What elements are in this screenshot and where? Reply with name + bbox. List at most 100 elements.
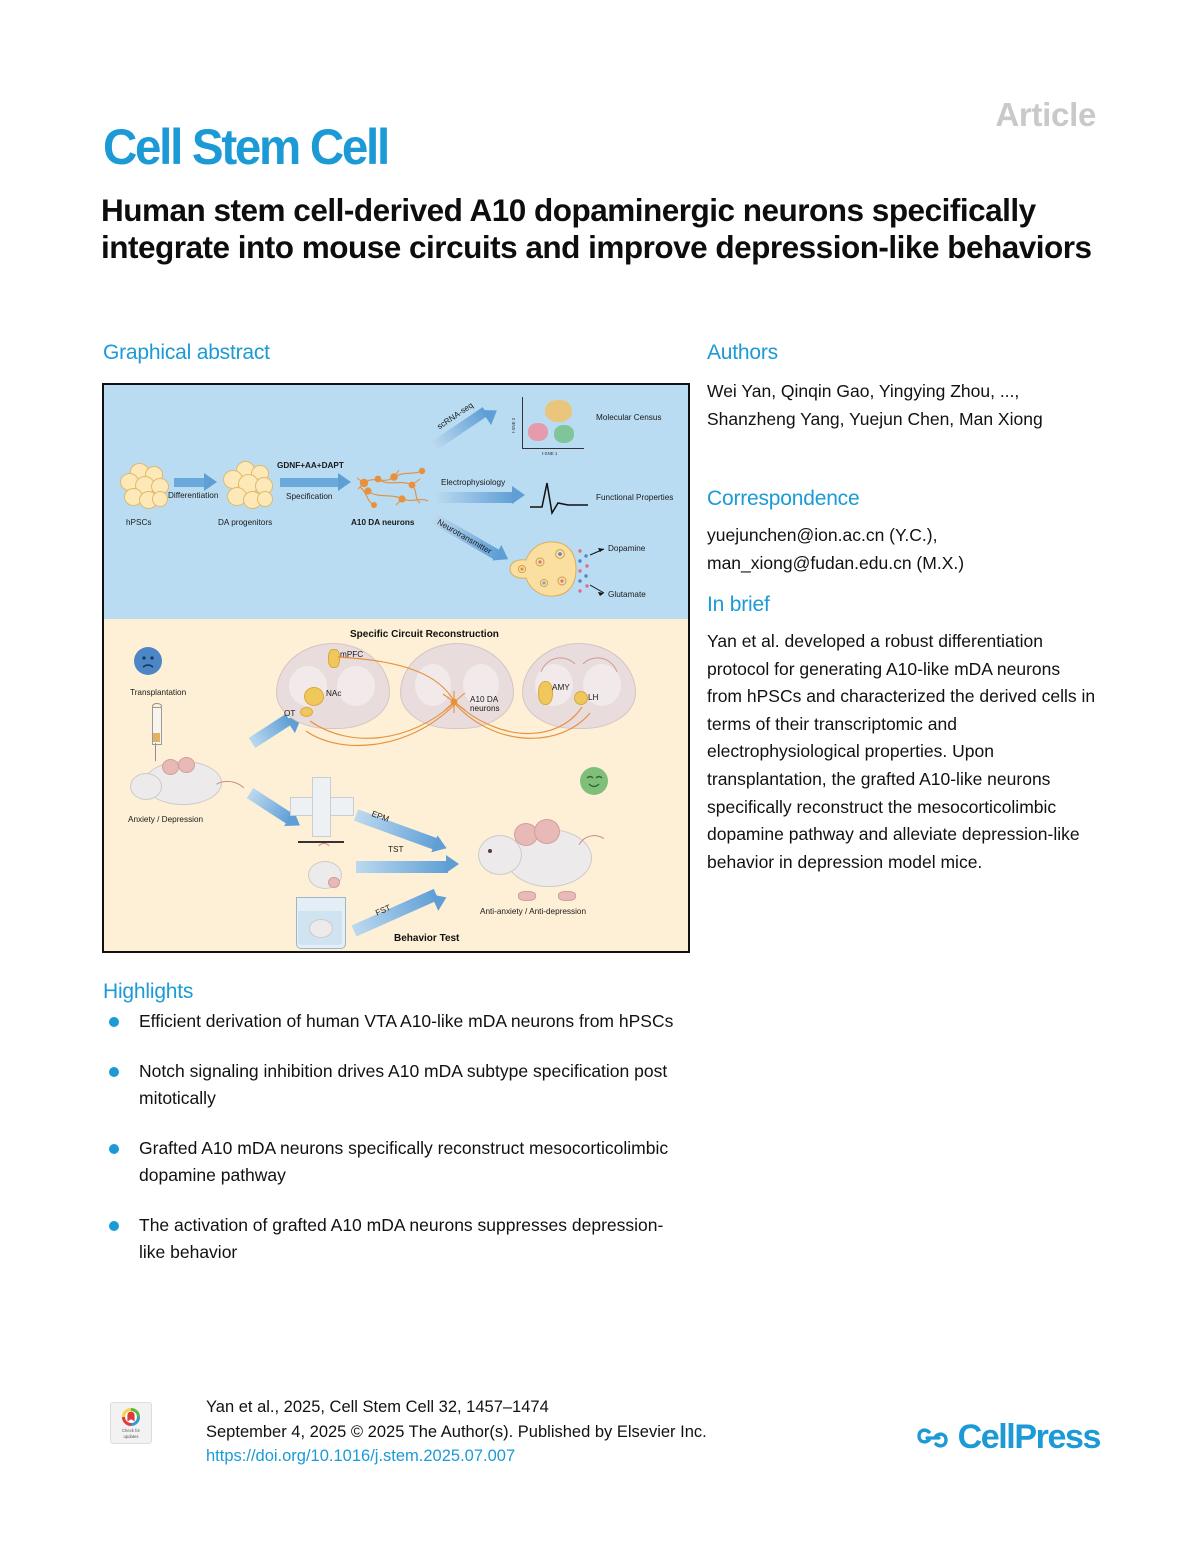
tst-arrow-head (446, 855, 459, 873)
region-marker-mpfc (328, 649, 340, 668)
branch-label-neurotransmitter: Neurotransmitter (435, 517, 494, 556)
transplant-mouse-icon (126, 751, 250, 815)
correspondence-emails[interactable]: yuejunchen@ion.ac.cn (Y.C.), man_xiong@f… (707, 525, 965, 573)
graphical-abstract-top-panel: hPSCs Differentiation DA progenitors GDN… (104, 385, 688, 619)
doi-link[interactable]: https://doi.org/10.1016/j.stem.2025.07.0… (206, 1447, 516, 1465)
highlight-text: Notch signaling inhibition drives A10 mD… (139, 1061, 668, 1108)
branch-result-molecular-census: Molecular Census (596, 413, 662, 422)
arrow-label-differentiation: Differentiation (168, 491, 219, 500)
specification-arrow-head (338, 473, 351, 491)
crossmark-label-line2: updates (123, 1434, 139, 1439)
journal-logo: Cell Stem Cell (103, 119, 390, 175)
authors-list: Wei Yan, Qinqin Gao, Yingying Zhou, ...,… (707, 381, 1043, 429)
crossmark-badge[interactable]: Check for updates (110, 1402, 152, 1444)
tsne-x-axis-label: t-SNE 1 (542, 451, 558, 456)
in-brief-heading: In brief (707, 593, 770, 616)
a10-neuron-network-icon (356, 467, 429, 508)
specification-arrow (280, 478, 340, 487)
stage-label-hpscs: hPSCs (126, 518, 152, 527)
cellpress-mark-icon (916, 1427, 948, 1448)
electrophysiology-arrow (436, 492, 514, 503)
highlights-list: Efficient derivation of human VTA A10-li… (103, 1008, 683, 1289)
cellpress-logo: CellPress (916, 1418, 1102, 1457)
behavior-arrow (246, 787, 294, 825)
bullet-icon (109, 1067, 119, 1077)
happy-face-icon (580, 767, 608, 795)
branch-label-electrophysiology: Electrophysiology (441, 478, 506, 487)
syringe-icon (150, 703, 162, 763)
action-potential-trace-icon (530, 482, 588, 516)
differentiation-arrow (174, 478, 206, 487)
dopamine-projection-fibers (305, 656, 591, 746)
fst-arrow-head (430, 889, 451, 911)
list-item: Efficient derivation of human VTA A10-li… (103, 1008, 683, 1035)
list-item: The activation of grafted A10 mDA neuron… (103, 1212, 683, 1266)
tsne-cluster-green (554, 425, 574, 443)
list-item: Notch signaling inhibition drives A10 mD… (103, 1058, 683, 1112)
synaptic-bouton-icon (509, 541, 605, 597)
tsne-cluster-orange (545, 400, 572, 422)
transplantation-label: Transplantation (130, 688, 187, 697)
forced-swim-test-icon (296, 897, 346, 949)
tsne-y-axis (522, 397, 524, 449)
highlights-heading: Highlights (103, 980, 194, 1003)
output-label-dopamine: Dopamine (608, 544, 646, 553)
behavior-test-title: Behavior Test (394, 933, 460, 944)
outcome-label: Anti-anxiety / Anti-depression (480, 907, 587, 916)
bullet-icon (109, 1017, 119, 1027)
region-label-a10-neurons: A10 DA neurons (470, 695, 500, 713)
stage-label-da-progenitors: DA progenitors (218, 518, 273, 527)
footer-citation-block: Yan et al., 2025, Cell Stem Cell 32, 145… (206, 1395, 707, 1469)
sad-face-icon (134, 647, 162, 675)
region-marker-amy (538, 681, 553, 705)
circuit-reconstruction-title: Specific Circuit Reconstruction (350, 629, 499, 640)
tsne-plot-inset: t-SNE 2 t-SNE 1 (511, 397, 584, 459)
citation-line: Yan et al., 2025, Cell Stem Cell 32, 145… (206, 1398, 549, 1416)
published-line: September 4, 2025 © 2025 The Author(s). … (206, 1422, 707, 1441)
authors-heading: Authors (707, 341, 778, 364)
region-label-lh: LH (588, 693, 599, 702)
tst-arrow (356, 861, 448, 873)
page-title: Human stem cell-derived A10 dopaminergic… (101, 192, 1092, 265)
brain-section-mpfc-nac (276, 643, 390, 729)
highlight-text: The activation of grafted A10 mDA neuron… (139, 1215, 664, 1262)
da-progenitor-colony-icon (222, 461, 274, 511)
region-label-ot: OT (284, 709, 296, 718)
hpsc-colony-icon (118, 463, 170, 511)
scrna-seq-arrow-head (481, 402, 502, 426)
elevated-plus-maze-icon (290, 777, 354, 837)
output-label-glutamate: Glutamate (608, 590, 646, 599)
tsne-y-axis-label: t-SNE 2 (511, 417, 517, 434)
region-label-mpfc: mPFC (340, 650, 364, 659)
brain-section-a10 (400, 643, 514, 729)
fst-arrow (351, 888, 439, 937)
highlight-text: Efficient derivation of human VTA A10-li… (139, 1011, 674, 1031)
crossmark-icon (122, 1408, 140, 1426)
electrophysiology-arrow-head (512, 486, 525, 504)
tsne-x-axis (522, 448, 584, 450)
tail-suspension-test-icon (294, 841, 350, 901)
tsne-cluster-pink (528, 423, 548, 441)
region-label-nac: NAc (326, 689, 342, 698)
stage-label-a10-neurons: A10 DA neurons (351, 518, 415, 527)
test-label-tst: TST (388, 845, 404, 854)
differentiation-arrow-head (204, 473, 217, 491)
region-marker-nac (304, 687, 324, 706)
article-type-label: Article (995, 96, 1096, 133)
graphical-abstract-heading: Graphical abstract (103, 341, 270, 364)
region-marker-lh (574, 691, 588, 705)
bullet-icon (109, 1144, 119, 1154)
model-state-label: Anxiety / Depression (128, 815, 204, 824)
correspondence-heading: Correspondence (707, 487, 860, 510)
crossmark-label-line1: Check for (122, 1428, 140, 1433)
cellpress-wordmark: CellPress (957, 1418, 1102, 1456)
region-label-amy: AMY (552, 683, 570, 692)
recovered-mouse-icon (472, 815, 619, 903)
bullet-icon (109, 1221, 119, 1231)
list-item: Grafted A10 mDA neurons specifically rec… (103, 1135, 683, 1189)
branch-result-functional-properties: Functional Properties (596, 493, 674, 502)
region-marker-ot (300, 707, 313, 717)
arrow-label-specification: Specification (286, 492, 333, 501)
highlight-text: Grafted A10 mDA neurons specifically rec… (139, 1138, 669, 1185)
